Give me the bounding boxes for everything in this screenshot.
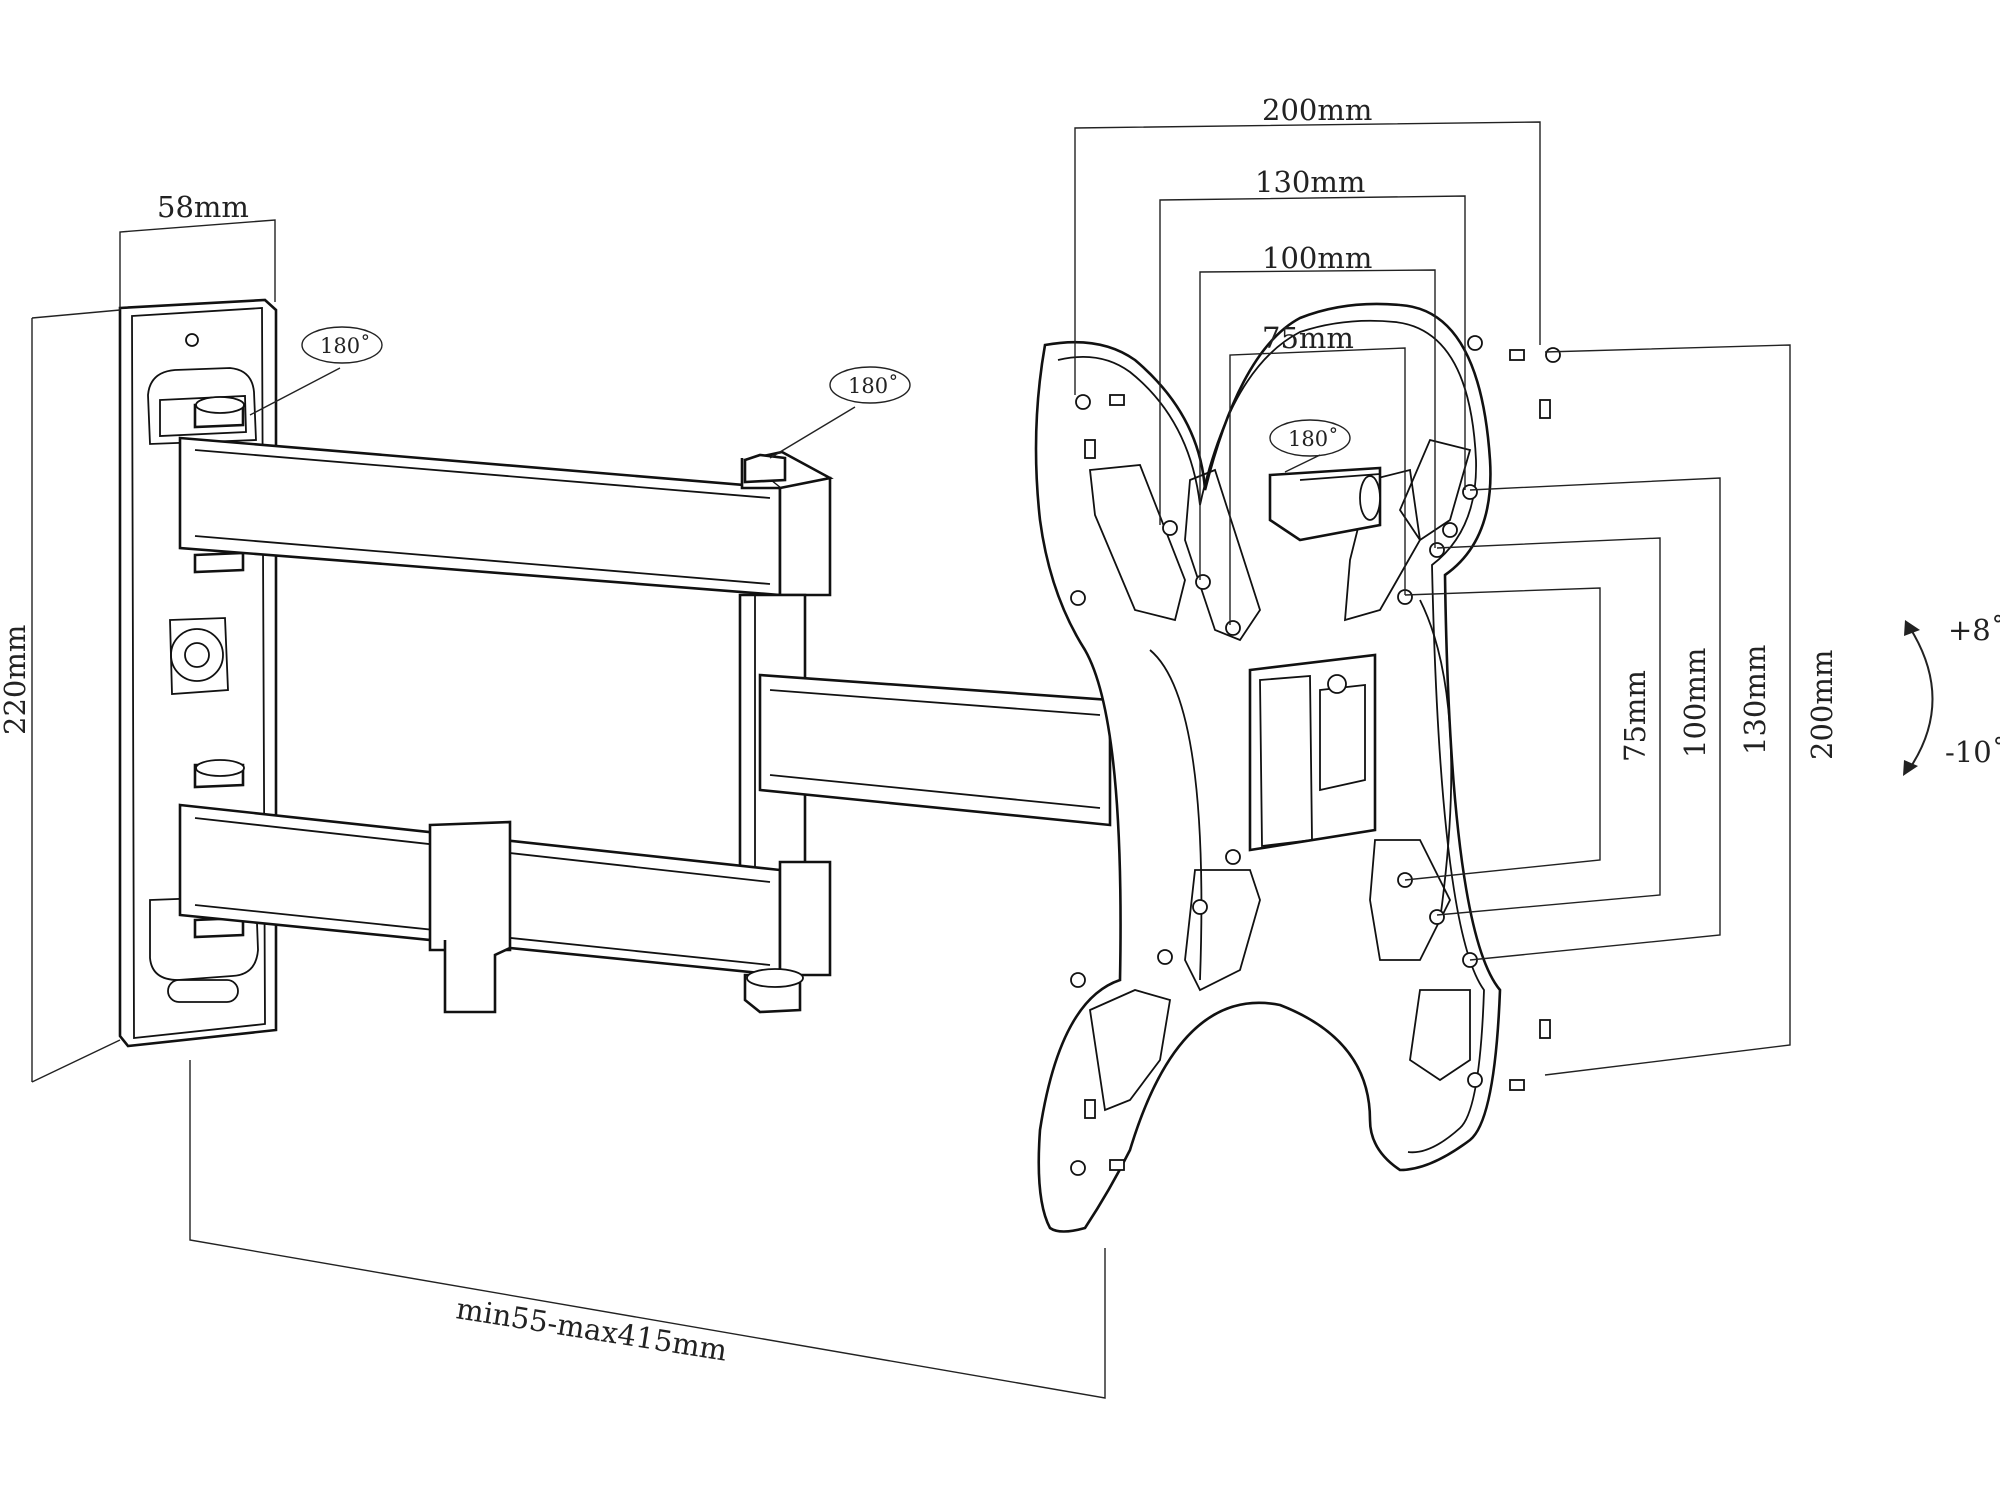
bottom-slot: [167, 979, 239, 1003]
top-screw-hole: [185, 333, 199, 347]
dim-vesa-h-100: 100mm: [1262, 241, 1372, 275]
rotation-icons: [301, 326, 1351, 457]
upper-arm: [178, 436, 834, 597]
upper-pivot-bolts: [193, 396, 245, 939]
dim-58mm: 58mm: [157, 190, 249, 224]
dimension-lines: [31, 121, 1791, 1399]
tilt-up-label: +8˚: [1948, 613, 2000, 647]
lower-arm: [178, 803, 832, 1014]
rotation-arm-label: 180˚: [848, 374, 899, 398]
rotation-head-label: 180˚: [1288, 427, 1339, 451]
dim-vesa-v-130: 130mm: [1738, 645, 1772, 755]
tilt-arc-icon: [1903, 620, 1934, 776]
rotation-arrow-icon: [829, 366, 911, 404]
dim-vesa-h-200: 200mm: [1262, 93, 1372, 127]
rotation-arrow-icon: [301, 326, 383, 364]
dim-vesa-v-100: 100mm: [1678, 648, 1712, 758]
tilt-mechanism: [1248, 653, 1377, 852]
extension-arm: [758, 673, 1112, 827]
dim-vesa-v-200: 200mm: [1805, 650, 1839, 760]
dim-extension: min55-max415mm: [454, 1291, 730, 1367]
rotation-arrow-icon: [1269, 419, 1351, 457]
head-pivot: [1268, 466, 1382, 542]
tilt-down-label: -10˚: [1945, 735, 2000, 769]
dim-vesa-h-75: 75mm: [1262, 321, 1354, 355]
cable-clip: [428, 820, 512, 952]
vesa-plate: [1034, 302, 1561, 1233]
dim-vesa-h-130: 130mm: [1255, 165, 1365, 199]
rotation-wall-label: 180˚: [320, 334, 371, 358]
dim-220mm: 220mm: [0, 625, 32, 735]
dim-vesa-v-75: 75mm: [1618, 670, 1652, 762]
